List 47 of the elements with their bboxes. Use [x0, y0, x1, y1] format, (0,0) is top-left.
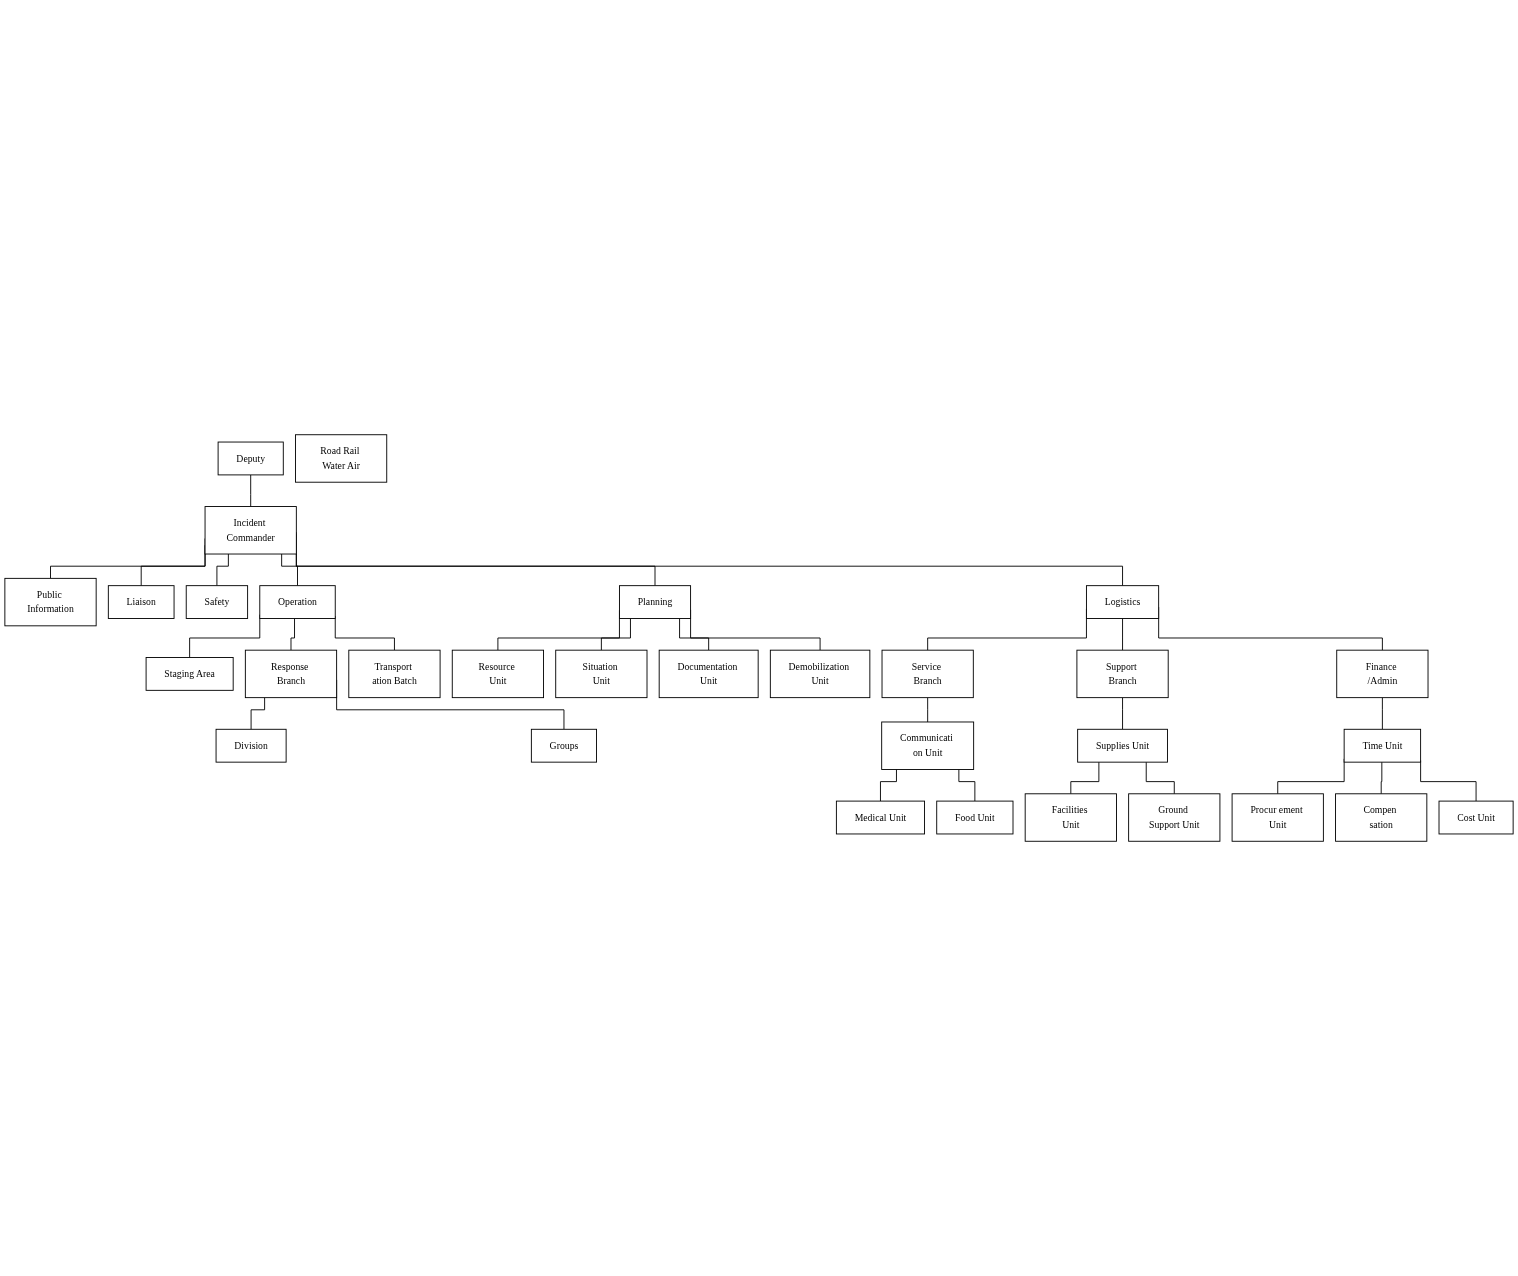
- connector: [1381, 697, 1383, 730]
- node-box: Communicati on Unit: [881, 721, 975, 770]
- connector: [1145, 761, 1175, 795]
- node-box: Support Branch: [1076, 649, 1169, 699]
- connector: [250, 697, 266, 730]
- connector: [281, 553, 298, 587]
- node-box: Service Branch: [881, 649, 974, 699]
- node-box: Liaison: [107, 585, 175, 619]
- node-box: Documentation Unit: [658, 649, 759, 699]
- node-box: Public Information: [4, 577, 97, 627]
- node-box: Time Unit: [1343, 728, 1422, 763]
- node-box: Resource Unit: [451, 649, 544, 699]
- node-box: Procur ement Unit: [1231, 793, 1324, 842]
- node-box: Road Rail Water Air: [295, 434, 388, 483]
- connector: [1070, 761, 1100, 795]
- connector: [1122, 697, 1123, 730]
- node-box: Deputy: [217, 441, 284, 476]
- connector: [600, 618, 631, 651]
- node-box: Facilities Unit: [1024, 793, 1117, 842]
- node-box: Staging Area: [145, 657, 234, 691]
- node-box: Finance /Admin: [1336, 649, 1429, 699]
- node-box: Supplies Unit: [1077, 728, 1168, 763]
- node-box: Division: [215, 728, 287, 763]
- node-box: Medical Unit: [835, 800, 925, 835]
- connector: [927, 697, 929, 723]
- node-box: Situation Unit: [555, 649, 648, 699]
- node-box: Ground Support Unit: [1128, 793, 1221, 842]
- node-box: Logistics: [1086, 585, 1160, 619]
- connector: [958, 769, 976, 802]
- node-box: Safety: [185, 585, 249, 619]
- node-box: Compen sation: [1335, 793, 1428, 842]
- node-box: Incident Commander: [204, 506, 297, 555]
- node-box: Cost Unit: [1438, 800, 1514, 835]
- node-box: Operation: [259, 585, 336, 619]
- connector: [290, 618, 295, 651]
- node-box: Food Unit: [936, 800, 1014, 835]
- node-box: Planning: [619, 585, 692, 619]
- connector: [880, 769, 897, 802]
- node-box: Response Branch: [244, 649, 338, 699]
- connector: [1380, 761, 1383, 795]
- node-box: Transport ation Batch: [348, 649, 441, 699]
- node-box: Groups: [530, 728, 597, 763]
- connector: [1122, 618, 1123, 651]
- node-box: Demobilization Unit: [769, 649, 871, 699]
- connector: [679, 618, 710, 651]
- connector: [250, 474, 252, 507]
- connector: [216, 553, 229, 587]
